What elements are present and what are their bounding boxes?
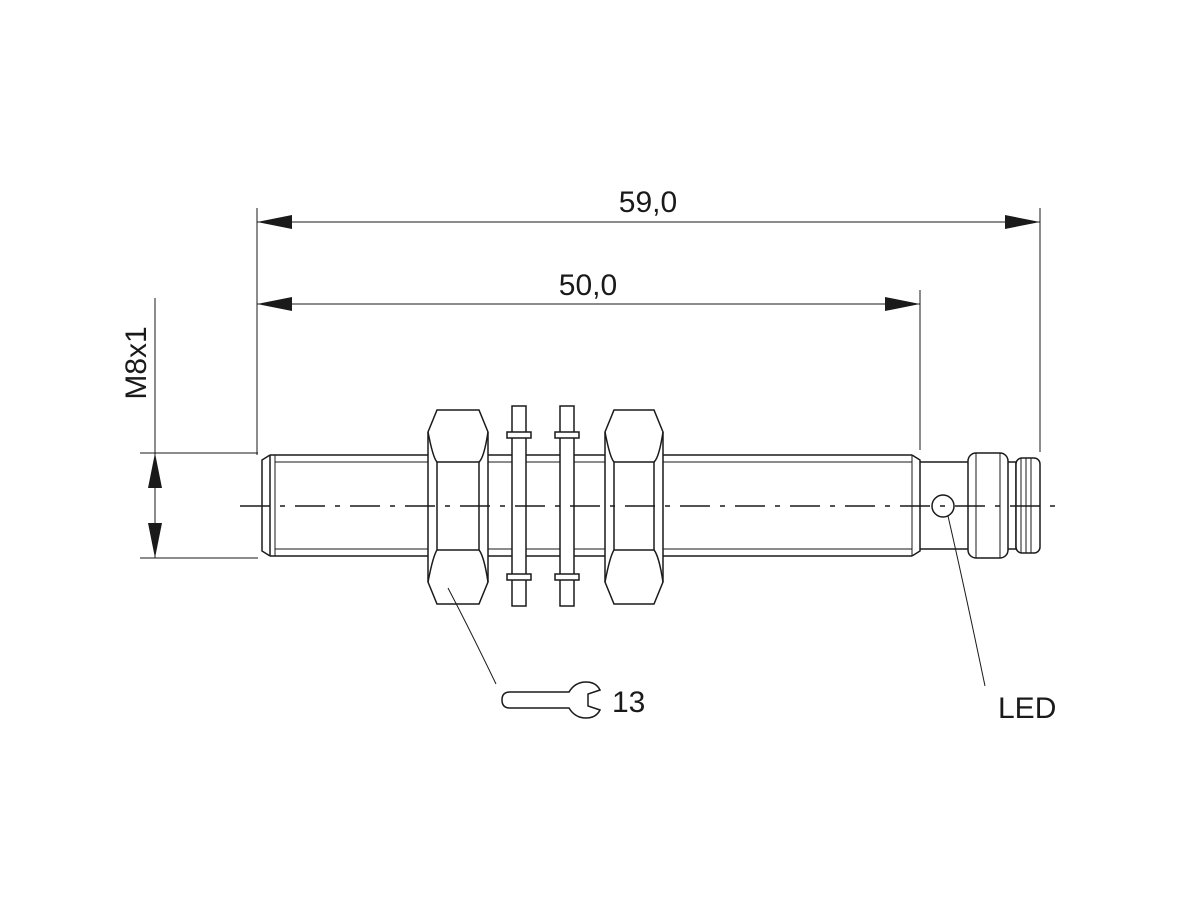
wrench-size-label: 13 xyxy=(612,686,645,719)
dimension-thread: M8x1 xyxy=(120,298,162,558)
overall-length-label: 59,0 xyxy=(619,186,677,219)
wrench-callout: 13 xyxy=(447,587,645,719)
extension-lines xyxy=(140,208,1041,559)
dimension-overall-length: 59,0 xyxy=(257,186,1040,229)
led-callout: LED xyxy=(947,515,1056,725)
hex-nut-left xyxy=(427,409,489,605)
hex-nut-right xyxy=(604,409,664,605)
dimension-body-length: 50,0 xyxy=(257,269,920,311)
led-label: LED xyxy=(998,692,1056,725)
body-length-label: 50,0 xyxy=(559,269,617,302)
wrench-icon xyxy=(501,681,602,719)
thread-label: M8x1 xyxy=(120,326,153,399)
